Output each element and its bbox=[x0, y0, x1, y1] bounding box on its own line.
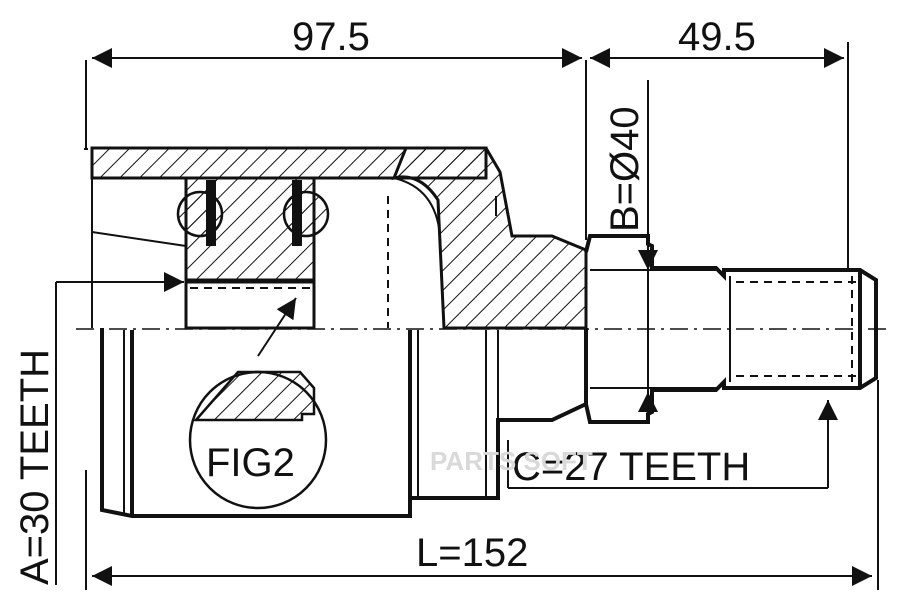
dimension-49-5: 49.5 bbox=[590, 15, 849, 270]
detail-label: FIG2 bbox=[206, 441, 295, 485]
detail-view-fig2: FIG2 bbox=[188, 297, 328, 510]
watermark: PARTS SOFT bbox=[430, 446, 593, 476]
dimension-49-5-label: 49.5 bbox=[678, 15, 756, 59]
dimension-a-teeth-label: A=30 TEETH bbox=[13, 349, 57, 585]
dimension-b-diameter: B=Ø40 bbox=[603, 80, 658, 418]
dimension-b-diameter-label: B=Ø40 bbox=[603, 106, 647, 232]
dimension-l-length: L=152 bbox=[85, 380, 879, 590]
dimension-c-teeth: C=27 TEETH bbox=[507, 400, 838, 489]
dimension-97-5: 97.5 bbox=[85, 15, 587, 240]
dimension-97-5-label: 97.5 bbox=[292, 15, 370, 59]
dimension-c-teeth-label: C=27 TEETH bbox=[512, 445, 750, 489]
housing-section bbox=[90, 146, 588, 330]
housing-lower-view bbox=[84, 148, 588, 518]
dimension-l-length-label: L=152 bbox=[416, 531, 528, 575]
dimension-a-teeth: A=30 TEETH bbox=[13, 272, 184, 585]
